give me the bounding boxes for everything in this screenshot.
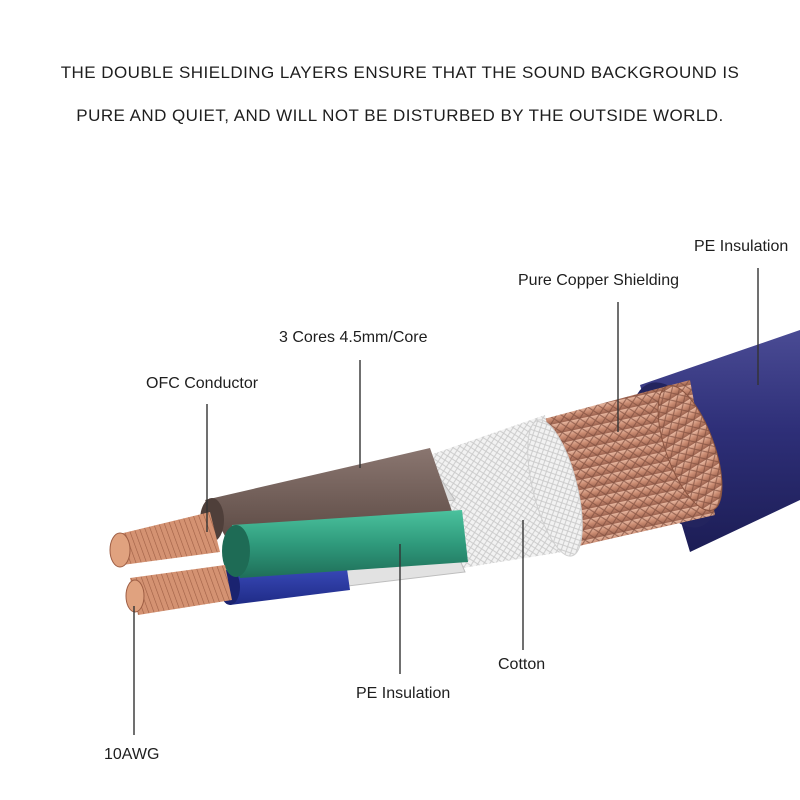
label-pe-insulation-inner: PE Insulation (356, 685, 450, 703)
label-pure-copper-shielding: Pure Copper Shielding (518, 272, 679, 290)
label-cotton: Cotton (498, 656, 545, 674)
ofc-conductors (110, 512, 232, 615)
label-ofc-conductor: OFC Conductor (146, 375, 258, 393)
label-10awg: 10AWG (104, 746, 159, 764)
label-cores: 3 Cores 4.5mm/Core (279, 329, 428, 347)
label-pe-insulation-outer: PE Insulation (694, 238, 788, 256)
